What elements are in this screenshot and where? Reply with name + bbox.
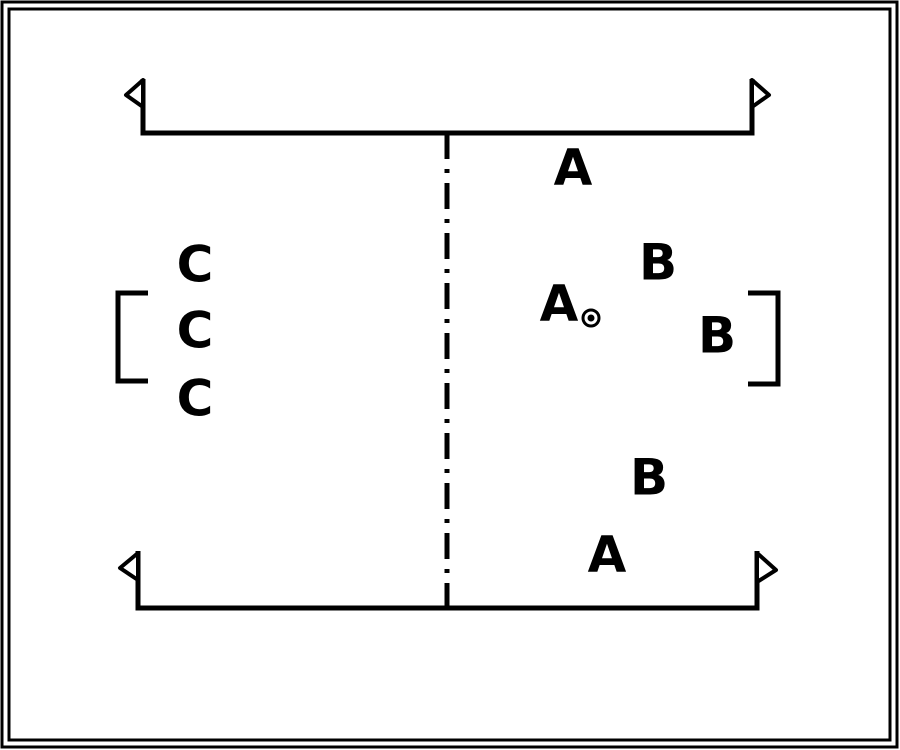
player-b-top: B xyxy=(639,234,677,292)
left-bracket xyxy=(115,290,148,384)
top-boundary-line xyxy=(140,79,755,136)
player-a-bottom: A xyxy=(588,526,627,584)
player-a-mid: A xyxy=(540,275,579,333)
inner-frame xyxy=(7,7,892,742)
ball-icon xyxy=(581,308,601,328)
player-b-bottom: B xyxy=(630,449,668,507)
player-c-top: C xyxy=(177,236,214,294)
player-c-bottom: C xyxy=(177,370,214,428)
right-bracket xyxy=(748,290,781,387)
player-b-right: B xyxy=(698,307,736,365)
corner-flag-bottom-right-icon xyxy=(755,551,778,584)
corner-flag-top-left-icon xyxy=(124,78,145,109)
corner-flag-bottom-left-icon xyxy=(118,551,140,582)
player-a-top: A xyxy=(554,139,593,197)
player-c-mid: C xyxy=(177,302,214,360)
corner-flag-top-right-icon xyxy=(750,78,771,109)
